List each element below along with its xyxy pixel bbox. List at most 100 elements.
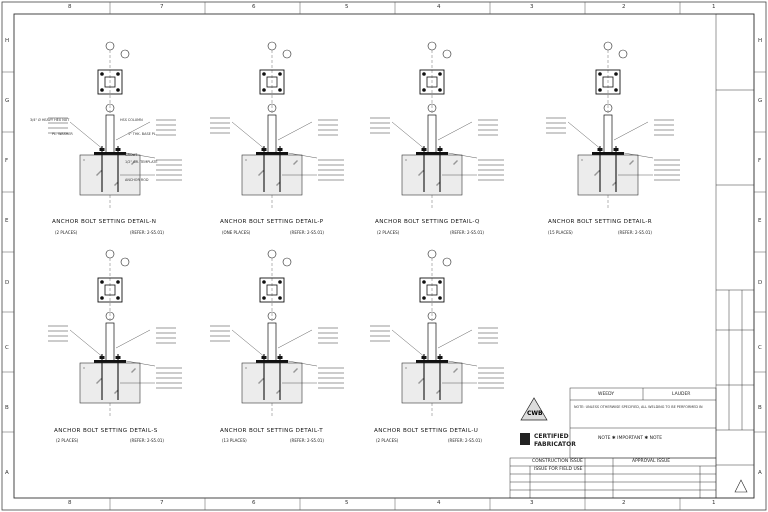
grid-col-label: 1 — [712, 500, 716, 506]
leader-line — [69, 329, 105, 359]
aggregate-dot — [437, 183, 439, 185]
aggregate-dot — [295, 369, 297, 371]
grid-bubble — [105, 311, 115, 321]
hex-nut — [597, 148, 603, 151]
aggregate-dot — [420, 172, 422, 174]
aggregate-dot — [96, 174, 98, 176]
hex-nut — [261, 356, 267, 359]
detail-qty: (2 PLACES) — [55, 230, 78, 235]
anchor-bolt-plan — [100, 72, 104, 76]
leader-line — [437, 121, 473, 141]
column-plan — [266, 284, 278, 296]
grid-row-label: A — [758, 470, 762, 476]
grid-row-label: A — [5, 470, 9, 476]
aggregate-dot — [97, 173, 99, 175]
anchor-bolt-plan — [598, 88, 602, 92]
leader-line — [125, 152, 156, 159]
aggregate-dot — [455, 161, 457, 163]
anchor-bolt-plan — [422, 280, 426, 284]
aggregate-dot — [245, 159, 247, 161]
leader-line — [115, 329, 151, 349]
anchor-bolt-plan — [422, 88, 426, 92]
aggregate-dot — [259, 381, 261, 383]
anchor-bolt-plan — [262, 88, 266, 92]
base-plate-elevation — [94, 360, 126, 363]
leader-line — [447, 360, 478, 367]
aggregate-dot — [612, 184, 614, 186]
detail-ref: (REFER: 2-S5.01) — [618, 230, 652, 235]
aggregate-dot — [258, 382, 260, 384]
aggregate-dot — [614, 182, 616, 184]
aggregate-dot — [437, 391, 439, 393]
aggregate-dot — [114, 392, 116, 394]
aggregate-dot — [100, 378, 102, 380]
anchor-bolt-plan — [278, 72, 282, 76]
leader-line — [567, 121, 603, 151]
detail-qty: (2 PLACES) — [376, 438, 399, 443]
hex-nut — [421, 356, 427, 359]
detail-title: ANCHOR BOLT SETTING DETAIL-S — [54, 428, 158, 434]
grid-row-label: C — [5, 345, 9, 351]
base-plate-plan — [259, 277, 285, 303]
grid-row-label: B — [758, 405, 762, 411]
aggregate-dot — [419, 173, 421, 175]
anchor-bolt-plan — [438, 72, 442, 76]
aggregate-dot — [594, 174, 596, 176]
grid-row-label: D — [5, 280, 10, 286]
hex-nut — [261, 148, 267, 151]
grid-bubble — [427, 41, 437, 51]
aggregate-dot — [454, 162, 456, 164]
aggregate-dot — [99, 171, 101, 173]
aggregate-dot — [598, 170, 600, 172]
hex-nut — [99, 148, 105, 151]
grid-row-label: H — [758, 38, 763, 44]
anchor-bolt-plan — [116, 72, 120, 76]
hex-nut — [421, 148, 427, 151]
anchor-bolt-plan — [278, 280, 282, 284]
aggregate-dot — [114, 184, 116, 186]
construction-issue: CONSTRUCTION ISSUE — [532, 459, 583, 464]
aggregate-dot — [421, 379, 423, 381]
anchor-bolt-plan — [100, 280, 104, 284]
grid-bubble — [120, 257, 130, 267]
grid-bubble — [105, 103, 115, 113]
detail-qty: (13 PLACES) — [222, 438, 247, 443]
hex-nut — [437, 356, 443, 359]
hex-nut — [115, 356, 121, 359]
anchor-bolt-plan — [100, 88, 104, 92]
anchor-bolt-plan — [116, 88, 120, 92]
aggregate-dot — [131, 163, 133, 165]
leader-line — [231, 329, 267, 359]
anchor-bolt-plan — [262, 296, 266, 300]
aggregate-dot — [259, 173, 261, 175]
aggregate-dot — [132, 370, 134, 372]
anchor-bolt-plan — [614, 72, 618, 76]
callout-grout: GROUT — [125, 153, 138, 157]
callout-column: HSS COLUMN — [120, 118, 143, 122]
detail-qty: (2 PLACES) — [56, 438, 79, 443]
leader-line — [69, 121, 105, 151]
leader-line — [391, 121, 427, 151]
grid-row-label: C — [758, 345, 762, 351]
callout-plate-washer: PL. WASHER — [52, 132, 73, 136]
anchor-bolt-plan — [278, 88, 282, 92]
anchor-bolt-plan — [438, 88, 442, 92]
aggregate-dot — [260, 172, 262, 174]
anchor-bolt-plan — [116, 280, 120, 284]
leader-line — [623, 152, 654, 159]
aggregate-dot — [453, 163, 455, 165]
grid-row-label: D — [758, 280, 763, 286]
base-plate-elevation — [416, 360, 448, 363]
aggregate-dot — [134, 368, 136, 370]
grid-bubble — [282, 49, 292, 59]
hex-nut — [613, 148, 619, 151]
certified-line-2: FABRICATOR — [534, 441, 576, 448]
detail-ref: (REFER: 2-S5.01) — [450, 230, 484, 235]
grid-col-label: 2 — [622, 4, 626, 10]
aggregate-dot — [258, 174, 260, 176]
column-elevation — [105, 322, 115, 362]
column-plan — [104, 284, 116, 296]
aggregate-dot — [595, 173, 597, 175]
detail-ref: (REFER: 2-S5.01) — [130, 230, 164, 235]
grid-row-label: E — [5, 218, 9, 224]
